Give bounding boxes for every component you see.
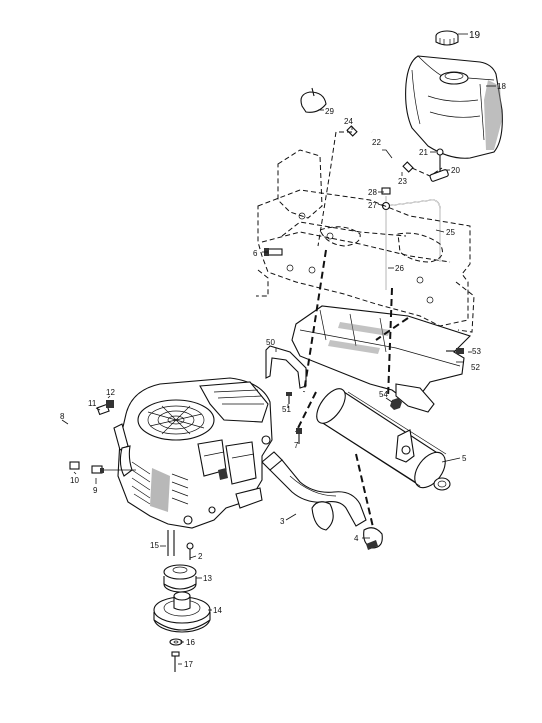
callout-5: 5: [462, 454, 467, 463]
washer-16: [169, 638, 183, 646]
fuel-tank: [405, 55, 503, 159]
callout-21: 21: [419, 148, 428, 157]
shutoff-valve: [429, 148, 449, 182]
callout-52: 52: [471, 363, 480, 372]
frame-outline: [256, 149, 475, 333]
exhaust-clamp: [363, 527, 383, 550]
callout-50: 50: [266, 338, 275, 347]
callout-17: 17: [184, 660, 193, 669]
callout-16: 16: [186, 638, 195, 647]
nut-54: [390, 398, 402, 410]
bolt-2: [186, 542, 194, 560]
pulley-hub-13: [163, 564, 197, 593]
fitting-11-12: [96, 400, 114, 416]
pulley-14: [153, 591, 211, 633]
clamp-29: [300, 87, 327, 113]
exhaust-pipe: [261, 451, 367, 531]
leader-lines: [61, 33, 496, 665]
callout-8: 8: [60, 412, 65, 421]
callout-14: 14: [213, 606, 222, 615]
bolt-17: [171, 651, 180, 672]
engine: [113, 377, 273, 529]
callout-13: 13: [203, 574, 212, 583]
callout-labels: 19 18 21 20 22 23 24 29 28 27 25 26 6 50…: [60, 30, 506, 669]
callout-12: 12: [106, 388, 115, 397]
callout-3: 3: [280, 517, 285, 526]
callout-54: 54: [379, 390, 388, 399]
fitting-9-10: [69, 461, 104, 474]
bracket-50: [265, 345, 307, 389]
fuel-line-25-26: [381, 187, 441, 290]
bolt-53: [446, 348, 464, 354]
stud-15: [167, 530, 175, 556]
callout-51: 51: [282, 405, 291, 414]
callout-28: 28: [368, 188, 377, 197]
callout-23: 23: [398, 177, 407, 186]
callout-24: 24: [344, 117, 353, 126]
callout-26: 26: [395, 264, 404, 273]
callout-9: 9: [93, 486, 98, 495]
callout-7: 7: [294, 441, 299, 450]
callout-25: 25: [446, 228, 455, 237]
heat-shield: [291, 305, 472, 413]
callout-27: 27: [368, 201, 377, 210]
screw-51: [286, 392, 292, 404]
fuel-cap: [435, 30, 459, 46]
callout-15: 15: [150, 541, 159, 550]
callout-11: 11: [88, 399, 97, 408]
callout-53: 53: [472, 347, 481, 356]
callout-6: 6: [253, 249, 258, 258]
bolt-7: [296, 428, 302, 444]
callout-2: 2: [198, 552, 203, 561]
muffler: [316, 388, 451, 491]
callout-22: 22: [372, 138, 381, 147]
callout-20: 20: [451, 166, 460, 175]
callout-19: 19: [469, 30, 481, 41]
connector-dashes: [295, 249, 409, 541]
callout-18: 18: [497, 82, 506, 91]
callout-29: 29: [325, 107, 334, 116]
callout-4: 4: [354, 534, 359, 543]
callout-10: 10: [70, 476, 79, 485]
